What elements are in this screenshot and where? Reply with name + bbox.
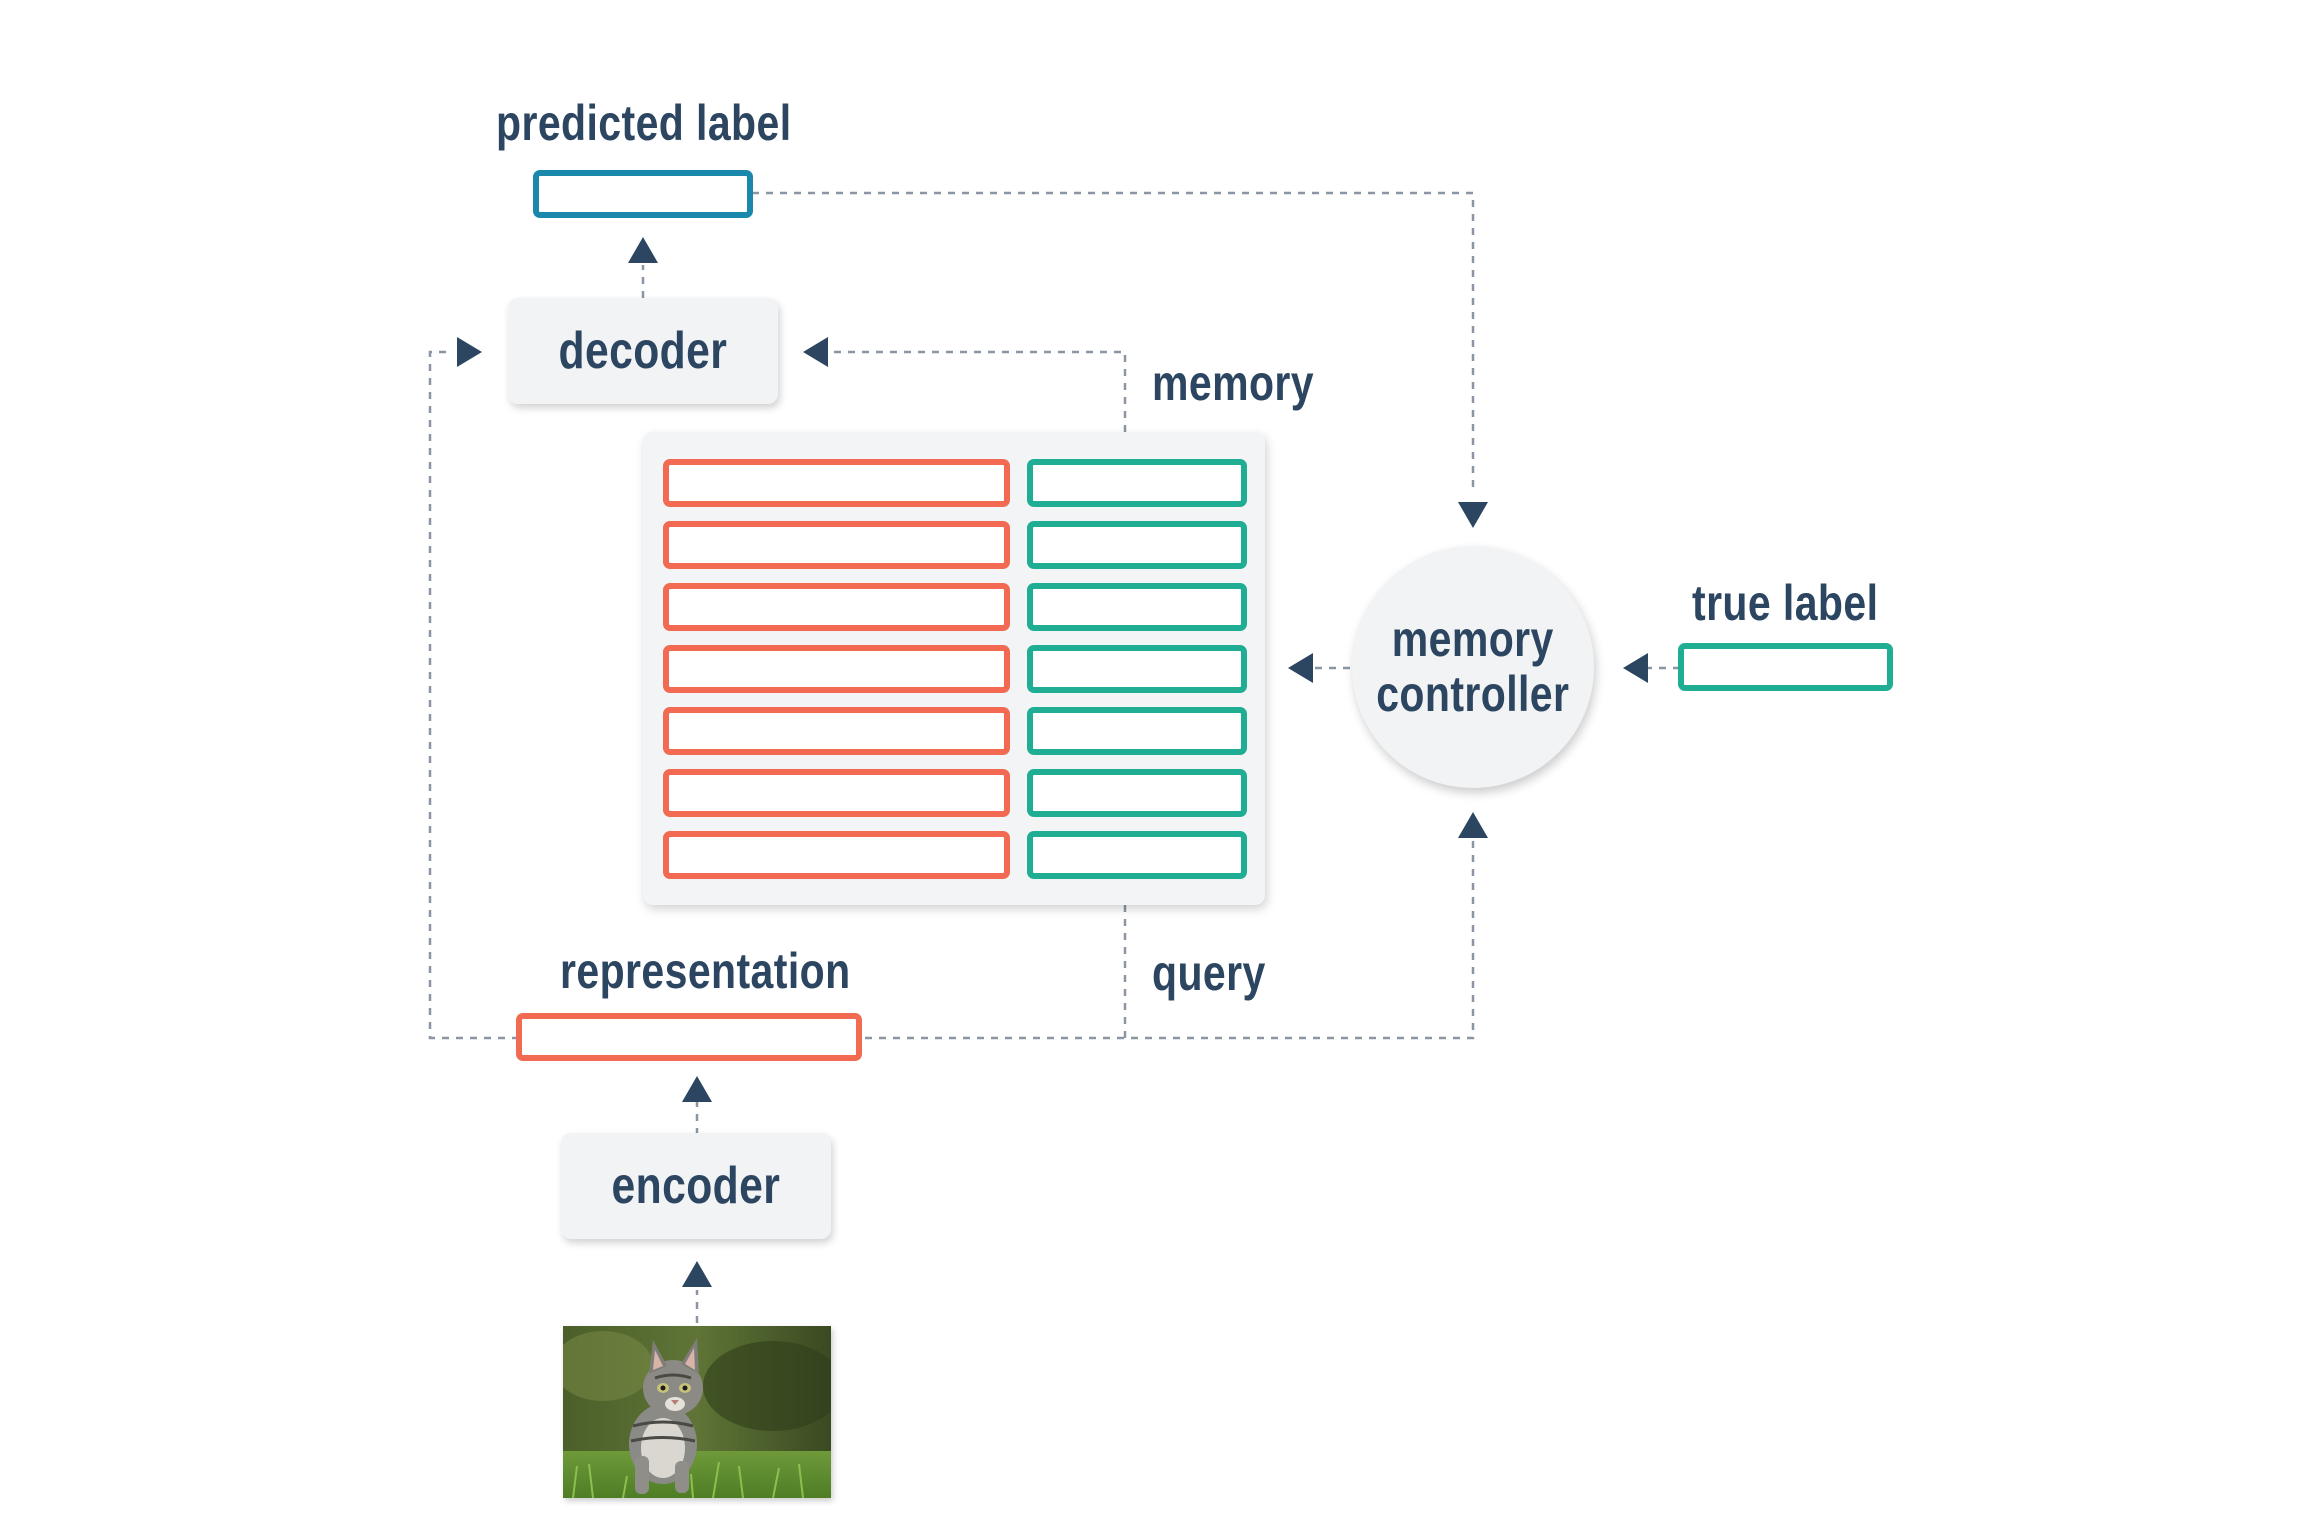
decoder-block: decoder bbox=[508, 298, 778, 404]
representation-title: representation bbox=[560, 943, 851, 999]
predicted-label-title: predicted label bbox=[496, 95, 792, 151]
query-title: query bbox=[1152, 945, 1266, 1001]
arrowhead-right-decoder bbox=[457, 337, 482, 367]
memory-key-slot bbox=[663, 459, 1010, 507]
memory-controller: memory controller bbox=[1352, 546, 1594, 788]
memory-value-slot bbox=[1027, 521, 1247, 569]
connector-prediction-to-controller bbox=[752, 191, 1475, 488]
memory-value-slot bbox=[1027, 583, 1247, 631]
memory-key-slot bbox=[663, 521, 1010, 569]
memory-value-slot bbox=[1027, 831, 1247, 879]
memory-value-slot bbox=[1027, 707, 1247, 755]
memory-value-slot bbox=[1027, 645, 1247, 693]
memory-table bbox=[643, 432, 1265, 905]
arrowhead-up-controller bbox=[1458, 812, 1488, 838]
arrowhead-up-encoder bbox=[682, 1261, 712, 1287]
connector-memory-to-decoder bbox=[830, 350, 1127, 432]
connector-query bbox=[865, 840, 1475, 1040]
memory-value-slot bbox=[1027, 459, 1247, 507]
memory-key-slot bbox=[663, 831, 1010, 879]
memory-title: memory bbox=[1152, 355, 1314, 411]
arrowhead-left-decoder bbox=[803, 337, 828, 367]
predicted-label-vector bbox=[533, 170, 753, 218]
controller-label-line1: memory bbox=[1392, 611, 1554, 667]
memory-key-slot bbox=[663, 583, 1010, 631]
arrowhead-down-controller bbox=[1458, 502, 1488, 528]
representation-vector bbox=[516, 1013, 862, 1061]
memory-value-slot bbox=[1027, 769, 1247, 817]
cat-photo-illustration bbox=[563, 1326, 831, 1498]
encoder-label: encoder bbox=[611, 1157, 781, 1215]
arrowhead-up-prediction bbox=[628, 237, 658, 263]
cat-photo bbox=[563, 1326, 831, 1498]
encoder-block: encoder bbox=[561, 1133, 831, 1239]
arrowhead-left-controller bbox=[1623, 653, 1648, 683]
controller-label-line2: controller bbox=[1376, 666, 1570, 722]
arrowhead-up-representation bbox=[682, 1076, 712, 1102]
memory-key-slot bbox=[663, 707, 1010, 755]
memory-key-slot bbox=[663, 645, 1010, 693]
true-label-title: true label bbox=[1692, 575, 1879, 631]
true-label-vector bbox=[1678, 643, 1893, 691]
connector-representation-to-decoder bbox=[428, 350, 519, 1040]
decoder-label: decoder bbox=[558, 322, 728, 380]
arrowhead-left-memory bbox=[1288, 653, 1313, 683]
memory-key-slot bbox=[663, 769, 1010, 817]
